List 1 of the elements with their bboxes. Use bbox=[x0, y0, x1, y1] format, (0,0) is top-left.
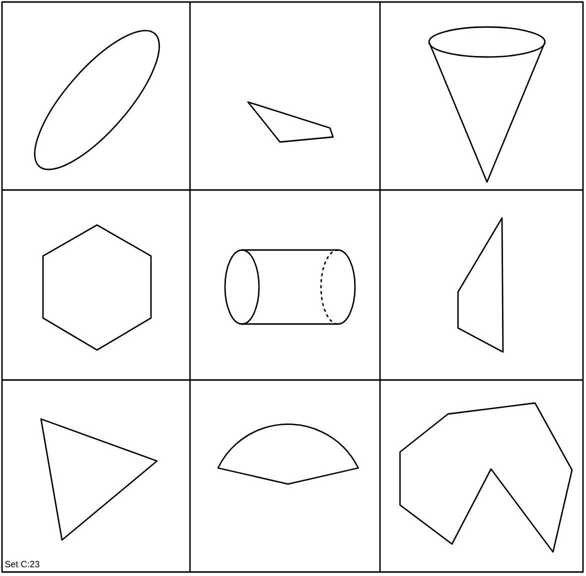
set-label: Set C:23 bbox=[5, 560, 40, 568]
